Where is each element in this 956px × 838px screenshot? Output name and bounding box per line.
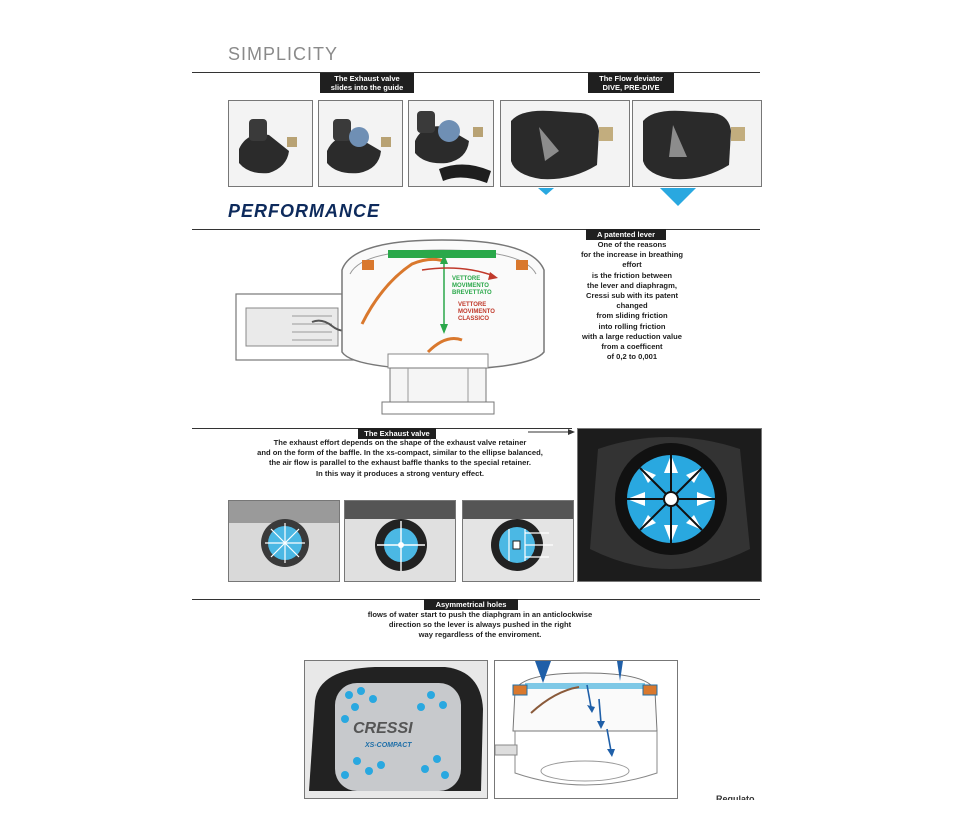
patented-lever-text: One of the reasons for the increase in b… [580, 240, 684, 362]
exhaust-valve-view-2-image [344, 500, 456, 582]
performance-heading: PERFORMANCE [228, 201, 381, 221]
patented-lever-tag: A patented lever [586, 229, 666, 240]
cressi-logo-text: CRESSI [353, 720, 413, 737]
exhaust-step-2-image [318, 100, 403, 187]
flow-deviator-dive-image [500, 100, 630, 187]
red-vector-label-1: VETTORE [458, 302, 486, 308]
cressi-cover-image: CRESSI XS-COMPACT [304, 660, 488, 799]
green-vector-label-3: BREVETTATO [452, 290, 492, 296]
footer-cut-text: Regulato [716, 794, 755, 800]
green-vector-label-1: VETTORE [452, 276, 480, 282]
asymmetrical-flow-diagram [494, 660, 678, 799]
exhaust-step-1-image [228, 100, 313, 187]
asymmetrical-holes-tag: Asymmetrical holes [424, 599, 518, 610]
exhaust-step-3-image [408, 100, 494, 187]
green-vector-label-2: MOVIMENTO [452, 283, 489, 289]
xs-compact-logo-text: XS-COMPACT [364, 742, 412, 749]
exhaust-valve-view-3-image [462, 500, 574, 582]
red-vector-label-3: CLASSICO [458, 316, 489, 322]
predive-indicator-icon [660, 188, 696, 206]
exhaust-pointer-arrow-icon [528, 429, 575, 435]
exhaust-valve-text: The exhaust effort depends on the shape … [257, 438, 543, 478]
exhaust-valve-view-1-image [228, 500, 340, 582]
red-vector-label-2: MOVIMENTO [458, 309, 495, 315]
flow-deviator-tag: The Flow deviator DIVE, PRE-DIVE [588, 73, 674, 93]
simplicity-heading: SIMPLICITY [228, 44, 339, 64]
dive-indicator-icon [538, 188, 554, 195]
exhaust-valve-tag: The Exhaust valve [358, 428, 436, 439]
exhaust-valve-closeup-image [577, 428, 762, 582]
regulator-cross-section-diagram: VETTORE MOVIMENTO BREVETTATO VETTORE MOV… [235, 239, 545, 415]
asymmetrical-holes-text: flows of water start to push the diaphgr… [367, 610, 593, 640]
performance-rule [192, 229, 760, 230]
simplicity-rule [192, 72, 760, 73]
exhaust-slide-tag: The Exhaust valve slides into the guide [320, 73, 414, 93]
flow-deviator-predive-image [632, 100, 762, 187]
